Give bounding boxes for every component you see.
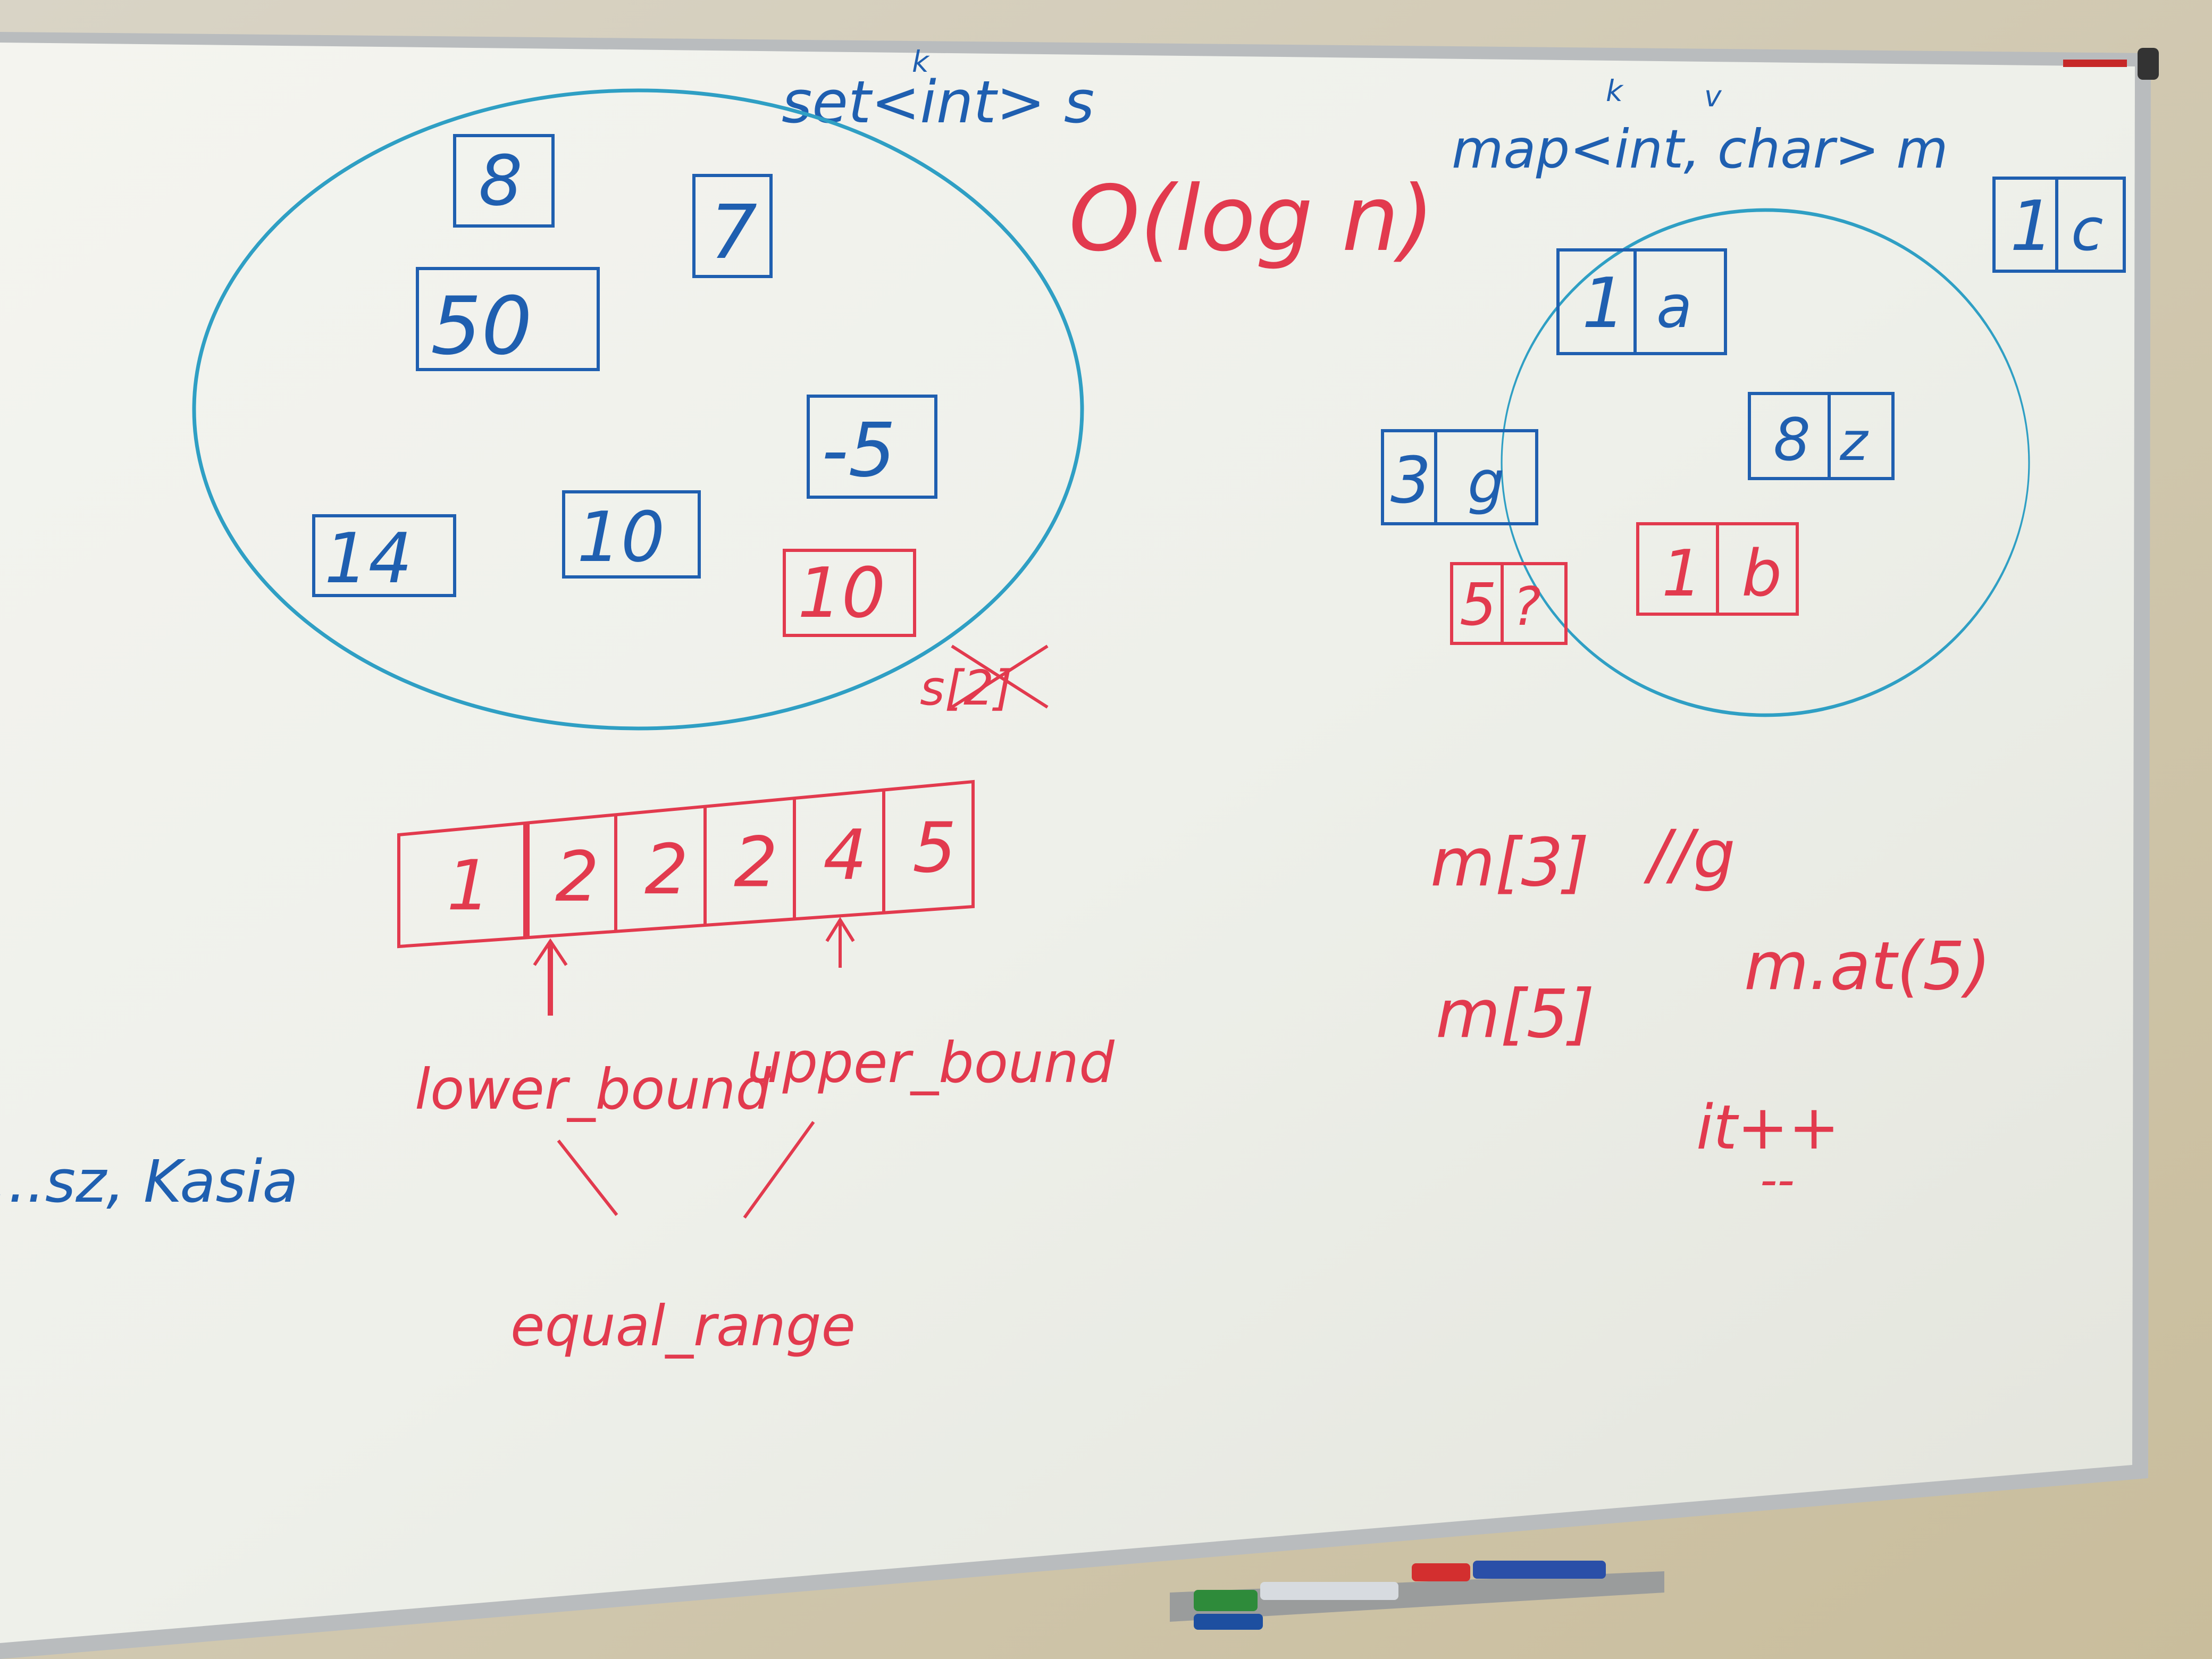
- connector-line: [557, 1139, 618, 1216]
- map-declaration: map<int, char> m: [1452, 118, 1948, 180]
- set-declaration: set<int> s: [782, 68, 1094, 136]
- set-element-box-14: [312, 514, 456, 597]
- frame-corner: [2138, 48, 2159, 80]
- map-pair-value-g: g: [1468, 448, 1505, 516]
- marker-tray: [1170, 1571, 1664, 1622]
- map-pair-box-1a: [1556, 248, 1727, 355]
- map-new-pair-key: 1: [1662, 537, 1702, 611]
- op-comment-g: //g: [1643, 816, 1736, 893]
- map-pair-box-8z: [1748, 392, 1895, 480]
- set-new-element: 10: [798, 552, 885, 633]
- map-outside-pair-box: [1992, 177, 2126, 273]
- set-element-minus5: -5: [822, 407, 896, 494]
- set-element-box-50: [416, 267, 600, 371]
- map-pair-key-8: 8: [1773, 406, 1811, 474]
- map-pair-value-z: z: [1839, 410, 1869, 473]
- green-marker: [1194, 1590, 1258, 1611]
- map-outside-key: 1: [2010, 186, 2054, 266]
- map-pair-value-unknown: ?: [1513, 575, 1541, 638]
- white-marker: [1260, 1582, 1398, 1600]
- map-pair-key-1: 1: [1582, 263, 1626, 343]
- set-element-7: 7: [710, 189, 757, 276]
- lower-bound-label: lower_bound: [415, 1057, 772, 1122]
- whiteboard-surface: [0, 43, 2135, 1643]
- set-diagram: set<int> s k 8 7 50 -5 14 10 10 s[2]: [192, 45, 1094, 731]
- map-pair-key-5: 5: [1460, 571, 1497, 639]
- strike-line: [951, 644, 1049, 709]
- array-cell-value: 5: [912, 807, 957, 888]
- map-operations: m[3] //g m[5] m.at(5) it++ --: [1430, 816, 1991, 1208]
- set-element-10: 10: [577, 497, 665, 577]
- set-key-mark: k: [912, 45, 930, 79]
- connector-line: [743, 1121, 815, 1219]
- complexity-label: O(log n): [1069, 166, 1434, 272]
- array-cell-value: 1: [447, 845, 491, 926]
- set-element-50: 50: [431, 280, 532, 373]
- set-element-8: 8: [479, 140, 523, 221]
- map-pair-key-3: 3: [1390, 444, 1431, 518]
- array-cell-value: 4: [823, 815, 867, 895]
- op-subscript-5: m[5]: [1436, 976, 1595, 1053]
- arrowhead: [825, 917, 855, 942]
- map-outside-value: c: [2071, 196, 2103, 264]
- set-element-14: 14: [324, 518, 412, 599]
- array-cell-value: 2: [555, 836, 599, 917]
- set-element-box-7: [692, 174, 773, 278]
- array-cell-value: 2: [644, 829, 689, 910]
- array-cell-value: 2: [734, 822, 778, 903]
- set-circle: [192, 88, 1084, 731]
- crossed-out-index: s[2]: [920, 660, 1012, 716]
- op-subscript-3: m[3]: [1430, 824, 1589, 901]
- equal-range-label: equal_range: [510, 1294, 856, 1359]
- map-key-mark: k: [1606, 74, 1624, 108]
- op-decrement: --: [1760, 1152, 1795, 1208]
- map-new-pair-value: b: [1741, 537, 1782, 611]
- set-new-element-box: [783, 549, 916, 637]
- arrowhead: [533, 938, 568, 966]
- red-marker: [1412, 1563, 1470, 1581]
- map-circle: [1501, 208, 2030, 717]
- map-value-mark: v: [1704, 79, 1722, 113]
- blue-marker-lower: [1194, 1614, 1263, 1630]
- op-at-5: m.at(5): [1744, 928, 1991, 1005]
- set-element-box-8: [453, 134, 555, 228]
- set-element-box-minus5: [807, 395, 937, 499]
- map-pair-box-5: [1450, 562, 1568, 645]
- blue-marker: [1473, 1561, 1606, 1579]
- map-diagram: map<int, char> m k v 1 c 1 a 8 z 3 g 5 ?…: [1381, 74, 2126, 717]
- array-outline: [397, 780, 975, 949]
- set-element-box-10: [562, 490, 701, 579]
- op-increment: it++: [1696, 1092, 1840, 1163]
- map-pair-box-3g: [1381, 429, 1538, 525]
- upper-bound-label: upper_bound: [747, 1030, 1115, 1095]
- names-fragment: ...sz, Kasia: [0, 1147, 298, 1216]
- frame-brand-label: [2063, 60, 2127, 67]
- map-pair-value-a: a: [1656, 273, 1692, 341]
